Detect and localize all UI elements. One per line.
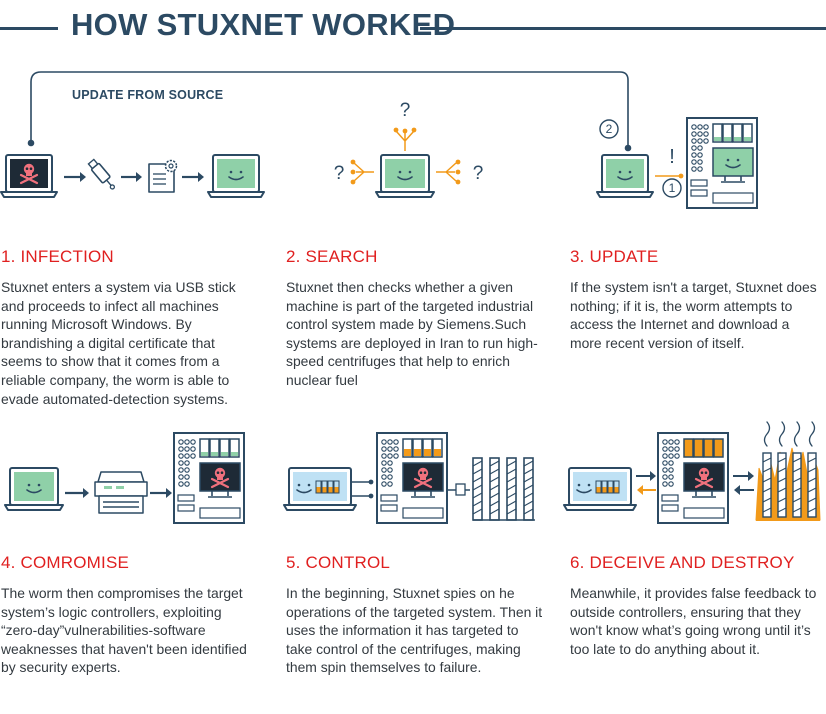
controller-rack-controlled	[376, 432, 448, 524]
step-compromise: 4. COMROMISE The worm then compromises t…	[1, 553, 259, 677]
step-title: 3. UPDATE	[570, 247, 659, 266]
search-question-top: ?	[400, 100, 411, 121]
control-laptop	[283, 467, 357, 511]
controller-rack-clean	[686, 117, 758, 209]
step-title: 1. INFECTION	[1, 247, 114, 266]
update-laptop	[596, 154, 654, 198]
step-infection: 1. INFECTION Stuxnet enters a system via…	[1, 247, 259, 408]
infected-laptop	[0, 154, 58, 198]
step-title: 5. CONTROL	[286, 553, 391, 572]
step-title: 4. COMROMISE	[1, 553, 130, 572]
usb-stick-icon	[87, 158, 116, 190]
step-deceive-and-destroy: 6. DECEIVE AND DESTROY Meanwhile, it pro…	[570, 553, 822, 658]
update-number-two: 2	[606, 122, 613, 136]
step-update: 3. UPDATE If the system isn't a target, …	[570, 247, 822, 352]
page-title: HOW STUXNET WORKED	[71, 7, 456, 42]
title-rule-right	[420, 27, 826, 30]
valve-icon	[455, 483, 466, 496]
step-description: In the beginning, Stuxnet spies on he op…	[286, 585, 543, 676]
update-number-one: 1	[669, 181, 676, 195]
alert-mark: !	[669, 146, 675, 168]
compromise-laptop	[4, 467, 64, 511]
centrifuge-row-spinning	[472, 457, 535, 521]
clean-laptop	[207, 154, 265, 198]
step-title: 6. DECEIVE AND DESTROY	[570, 553, 795, 572]
centrifuges-exploding	[755, 421, 821, 521]
step-description: Stuxnet then checks whether a given mach…	[286, 279, 538, 388]
search-question-right: ?	[473, 163, 484, 184]
update-loop-start-dot	[27, 139, 35, 147]
update-badge-two	[599, 119, 619, 139]
document-gear-icon	[148, 159, 178, 193]
update-loop-line	[30, 71, 629, 148]
step-description: The worm then compromises the target sys…	[1, 585, 247, 676]
search-branches	[353, 130, 457, 182]
deceive-laptop	[563, 467, 637, 511]
controller-rack-deceiving	[657, 432, 729, 524]
step-control: 5. CONTROL In the beginning, Stuxnet spi…	[286, 553, 544, 677]
step-title: 2. SEARCH	[286, 247, 378, 266]
update-loop-end-dot	[624, 144, 632, 152]
printer-icon	[94, 471, 148, 514]
step-description: If the system isn't a target, Stuxnet do…	[570, 279, 817, 351]
search-question-left: ?	[334, 163, 345, 184]
update-from-source-label: UPDATE FROM SOURCE	[72, 88, 224, 102]
header: HOW STUXNET WORKED	[0, 0, 826, 56]
search-laptop	[375, 154, 435, 198]
controller-rack-infected	[173, 432, 245, 524]
step-search: 2. SEARCH Stuxnet then checks whether a …	[286, 247, 544, 390]
step-description: Meanwhile, it provides false feedback to…	[570, 585, 817, 657]
title-rule-left	[0, 27, 58, 30]
step-description: Stuxnet enters a system via USB stick an…	[1, 279, 236, 407]
update-badge-one	[662, 178, 682, 198]
